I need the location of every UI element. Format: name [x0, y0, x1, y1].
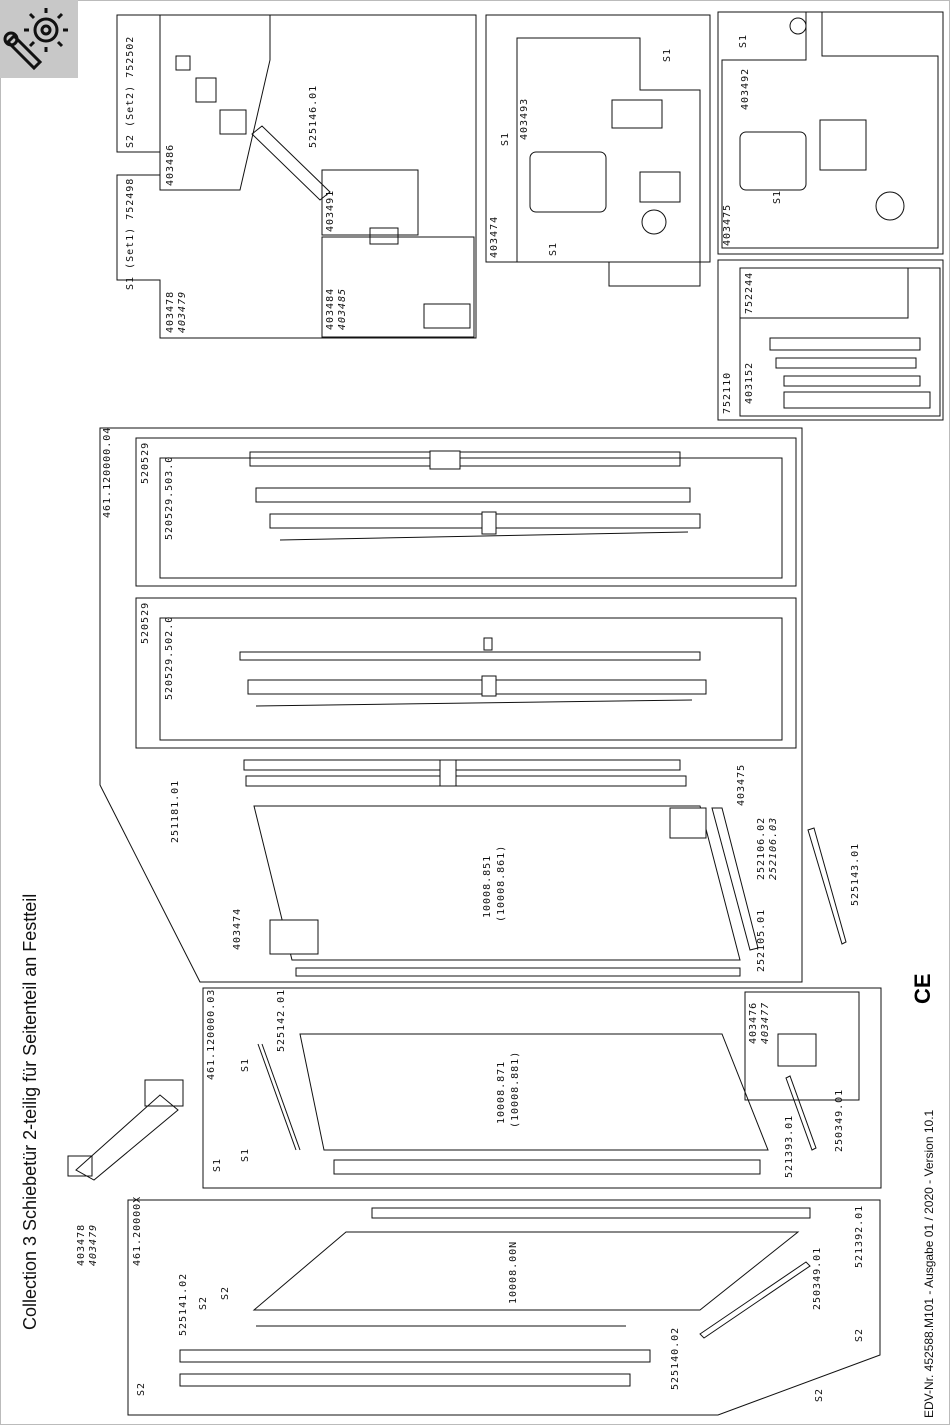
label-403474-top: 403474 — [489, 215, 500, 258]
box-520529-503 — [135, 437, 797, 587]
label-252106-02: 252106.02 — [756, 816, 767, 880]
label-s1-c: S1 — [662, 47, 673, 62]
box-403476 — [744, 991, 860, 1101]
label-520529-503: 520529.503.0 — [164, 455, 175, 540]
label-521392: 521392.01 — [854, 1204, 865, 1268]
label-403474: 403474 — [232, 907, 243, 950]
glass-panel-00n — [252, 1231, 800, 1311]
label-461-x: 461.20000X — [132, 1195, 143, 1266]
box-752110 — [717, 259, 944, 421]
label-752110: 752110 — [722, 371, 733, 414]
wrench-gear-icon — [3, 8, 68, 71]
box-752244-inner — [739, 267, 909, 319]
document-number: EDV-Nr. 452588.M101 - Ausgabe 01 / 2020 … — [922, 1109, 936, 1418]
box-461-x — [127, 1199, 881, 1416]
label-s2-d: S2 — [854, 1327, 865, 1342]
label-461-03: 461.120000.03 — [206, 988, 217, 1080]
label-403492: 403492 — [740, 67, 751, 110]
label-s2-b: S2 — [220, 1285, 231, 1300]
label-s1-h: S1 — [212, 1157, 223, 1172]
label-403478: 403478 — [165, 290, 176, 333]
label-s1-b: S1 — [548, 241, 559, 256]
label-glass-881: (10008.881) — [510, 1050, 521, 1128]
box-403486 — [159, 14, 271, 191]
label-251181: 251181.01 — [170, 779, 181, 843]
label-s1-d: S1 — [738, 33, 749, 48]
label-403485: 403485 — [337, 287, 348, 330]
label-520529-502: 520529.502.0 — [164, 615, 175, 700]
label-403477: 403477 — [760, 1001, 771, 1044]
label-403476: 403476 — [748, 1001, 759, 1044]
label-403479-b: 403479 — [88, 1223, 99, 1266]
label-s1-f: S1 — [240, 1057, 251, 1072]
label-752244: 752244 — [744, 271, 755, 314]
label-250349-b: 250349.01 — [812, 1246, 823, 1310]
box-520529-502 — [135, 597, 797, 749]
label-525142: 525142.01 — [276, 988, 287, 1052]
box-403493-inner — [516, 37, 701, 287]
glass-panel-871 — [299, 1033, 769, 1151]
label-s2-a: S2 — [198, 1295, 209, 1310]
box-403492-inner — [721, 12, 939, 249]
label-252105: 252105.01 — [756, 908, 767, 972]
label-glass-851: 10008.851 — [482, 854, 493, 918]
ce-mark: CE — [910, 973, 935, 1004]
box-403491 — [321, 169, 419, 236]
label-521393: 521393.01 — [784, 1114, 795, 1178]
box-461-03 — [202, 987, 882, 1189]
label-250349-a: 250349.01 — [834, 1088, 845, 1152]
box-520529-502-inner — [159, 617, 783, 741]
page-title: Collection 3 Schiebetür 2-teilig für Sei… — [20, 893, 40, 1330]
box-403474-top — [485, 14, 711, 263]
label-525141: 525141.02 — [178, 1272, 189, 1336]
box-s2 — [116, 14, 161, 153]
box-403475-top — [717, 11, 944, 255]
label-s1-set: S1 (Set1) 752498 — [125, 177, 136, 290]
label-403486: 403486 — [165, 143, 176, 186]
label-403491: 403491 — [325, 189, 336, 232]
label-403475-top: 403475 — [722, 203, 733, 246]
label-s2-set: S2 (Set2) 752502 — [125, 35, 136, 148]
label-403493: 403493 — [519, 97, 530, 140]
label-s1-g: S1 — [240, 1147, 251, 1162]
label-403479: 403479 — [177, 290, 188, 333]
logo-badge — [0, 0, 78, 78]
label-520529-a: 520529 — [140, 441, 151, 484]
label-403475: 403475 — [736, 763, 747, 806]
label-403478-b: 403478 — [76, 1223, 87, 1266]
glass-panel-851 — [253, 805, 741, 961]
label-s2-c: S2 — [136, 1381, 147, 1396]
label-s1-a: S1 — [500, 131, 511, 146]
label-525140: 525140.02 — [670, 1326, 681, 1390]
label-s2-e: S2 — [814, 1387, 825, 1402]
label-glass-871: 10008.871 — [496, 1060, 507, 1124]
label-403484: 403484 — [325, 287, 336, 330]
box-461-04 — [99, 427, 803, 983]
label-525143: 525143.01 — [850, 842, 861, 906]
label-520529-b: 520529 — [140, 601, 151, 644]
label-s1-e: S1 — [772, 189, 783, 204]
label-glass-861: (10008.861) — [496, 844, 507, 922]
label-461-04: 461.120000.04 — [102, 426, 113, 518]
label-glass-00n: 10008.00N — [508, 1240, 519, 1304]
label-252106-03: 252106.03 — [768, 816, 779, 880]
label-403152: 403152 — [744, 361, 755, 404]
label-525146: 525146.01 — [308, 84, 319, 148]
box-520529-503-inner — [159, 457, 783, 579]
